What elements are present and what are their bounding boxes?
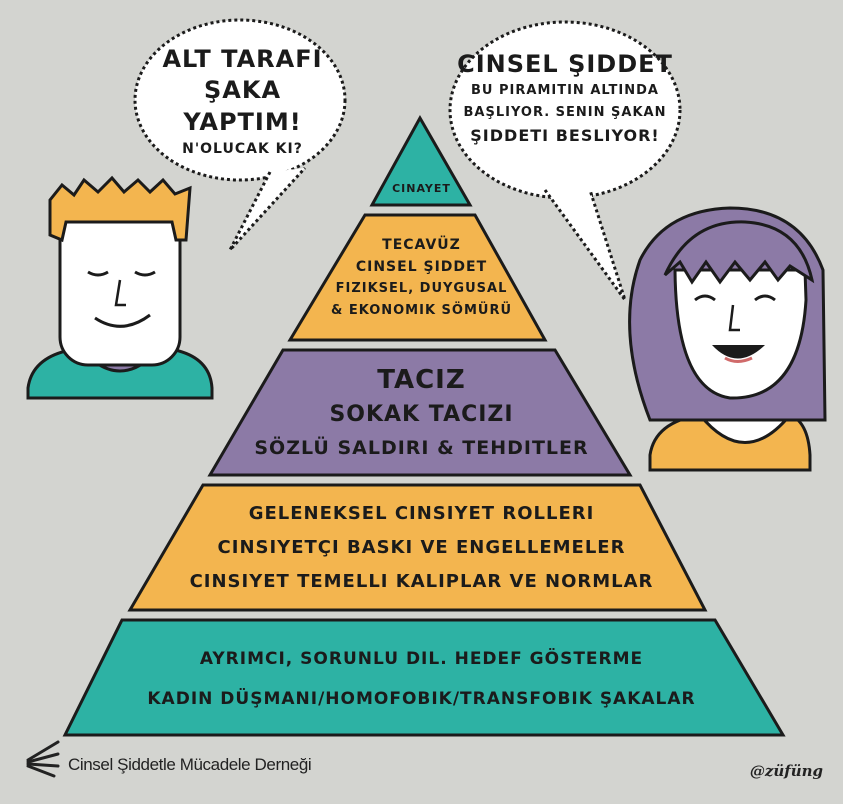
tier-1-line-1: Cinayet — [392, 181, 451, 195]
pyramid-tier-2 — [287, 213, 548, 342]
left-speech-bubble — [133, 18, 347, 252]
tier-5-line-1: Ayrımcı, sorunlu dil. Hedef gösterme — [199, 649, 644, 669]
left-bubble-line-2: şaka yaptım! — [183, 76, 302, 136]
pyramid-tier-1 — [369, 114, 473, 207]
tier-4-text: Geleneksel cinsiyet rolleri Cinsiyetçi b… — [0, 490, 843, 606]
boy-figure-icon — [26, 175, 214, 400]
organization-logo: Cinsel Şiddetle Mücadele Derneği — [26, 738, 312, 778]
pyramid-tier-4 — [127, 483, 708, 612]
tier-2-line-2: Cinsel şiddet — [355, 259, 488, 275]
right-bubble-line-4: şiddeti besliyor! — [470, 126, 660, 145]
right-speech-bubble — [448, 20, 682, 301]
tier-3-line-3: Sözlü saldırı & tehditler — [254, 437, 589, 459]
artist-signature: @züfüng — [749, 762, 823, 780]
girl-figure-icon — [628, 206, 827, 472]
pyramid-tier-3 — [207, 348, 633, 477]
pyramid-tier-5 — [62, 618, 786, 737]
tier-4-line-3: Cinsiyet temelli kalıplar ve normlar — [189, 571, 654, 592]
tier-4-line-2: Cinsiyetçi baskı ve engellemeler — [217, 537, 626, 558]
tier-2-text: Tecavüz Cinsel şiddet Fiziksel, duygusal… — [0, 222, 843, 334]
pyramid — [62, 114, 786, 737]
right-bubble-line-2: bu piramitin altında — [471, 83, 659, 98]
tier-5-line-2: Kadın düşmanı/homofobik/transfobik şakal… — [147, 689, 696, 709]
tier-5-text: Ayrımcı, sorunlu dil. Hedef gösterme Kad… — [0, 630, 843, 728]
right-bubble-text: Cinsel şiddet bu piramitin altında başlı… — [455, 48, 675, 148]
tier-1-text: Cinayet — [0, 176, 843, 200]
tier-3-line-1: Taciz — [377, 365, 466, 395]
tier-2-line-3: Fiziksel, duygusal — [335, 281, 508, 296]
tier-4-line-1: Geleneksel cinsiyet rolleri — [248, 503, 595, 524]
right-bubble-line-1: Cinsel şiddet — [457, 50, 673, 78]
organization-name: Cinsel Şiddetle Mücadele Derneği — [68, 755, 312, 774]
tier-2-line-4: & ekonomik sömürü — [330, 303, 513, 318]
right-bubble-line-3: başlıyor. Senin şakan — [463, 105, 667, 120]
rays-logo-icon — [26, 740, 60, 778]
tier-2-line-1: Tecavüz — [382, 237, 461, 253]
tier-3-line-2: Sokak tacizi — [329, 402, 514, 427]
left-bubble-line-1: Alt tarafı — [162, 45, 323, 73]
tier-3-text: Taciz Sokak tacizi Sözlü saldırı & tehdi… — [0, 355, 843, 471]
left-bubble-text: Alt tarafı şaka yaptım! N'olucak ki? — [150, 44, 335, 160]
left-bubble-line-3: N'olucak ki? — [182, 141, 303, 157]
